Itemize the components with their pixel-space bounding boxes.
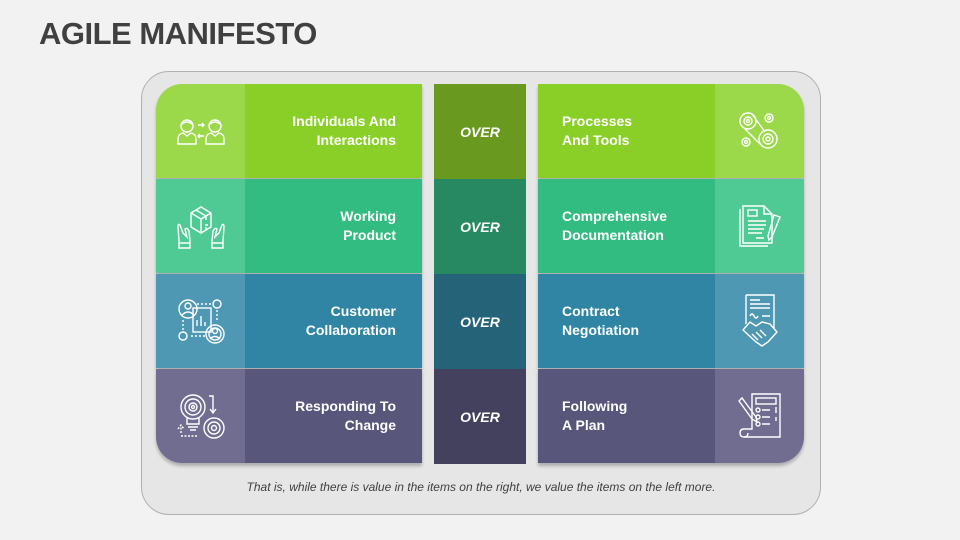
gears-icon [715,84,804,178]
document-pen-icon [715,179,804,273]
checklist-plan-icon [715,369,804,463]
over-label: OVER [434,179,526,274]
lightbulb-target-icon [156,369,245,463]
people-exchange-icon [156,84,245,178]
collaboration-icon [156,274,245,368]
hands-box-icon [156,179,245,273]
over-label: OVER [434,84,526,179]
over-label: OVER [434,369,526,464]
contract-handshake-icon [715,274,804,368]
over-label: OVER [434,274,526,369]
footer-note: That is, while there is value in the ite… [246,480,716,494]
page-title: AGILE MANIFESTO [39,16,317,51]
